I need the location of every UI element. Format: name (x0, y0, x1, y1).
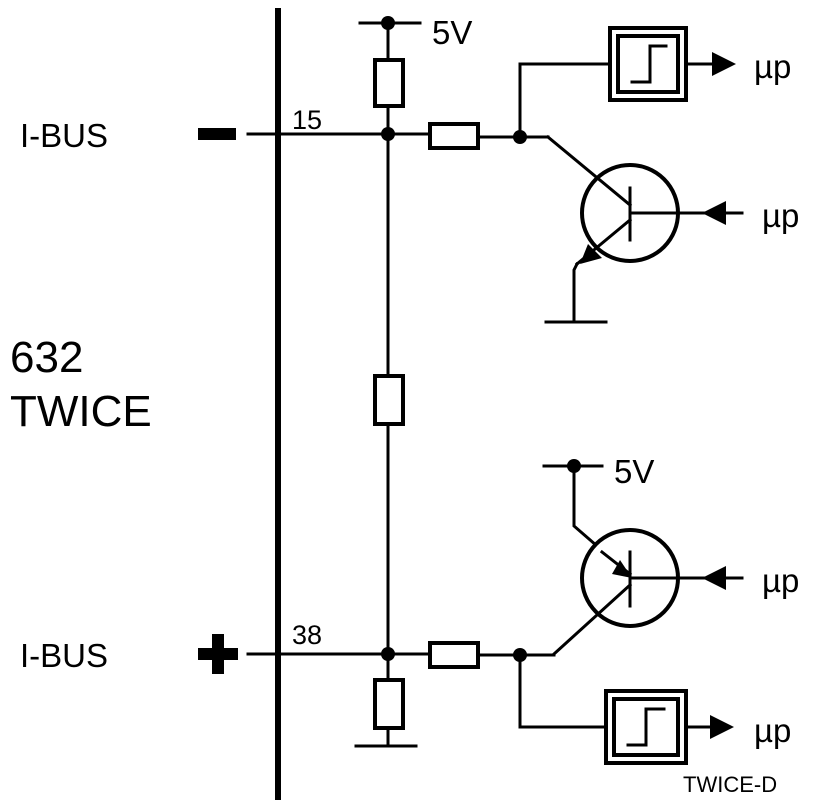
resistor-divider (373, 374, 405, 426)
resistor-series-top (428, 122, 480, 150)
pin-label-38: 38 (292, 620, 322, 650)
resistor-pulldown (373, 678, 405, 730)
hysteresis-icon-bottom (626, 707, 666, 747)
arrow-out-bottom (710, 715, 734, 739)
hysteresis-icon-top (630, 44, 668, 84)
supply-label-bottom: 5V (614, 453, 654, 490)
schmitt-inner-top (616, 34, 680, 94)
minus-sign (198, 128, 236, 140)
mcu-label-bottom-out: µp (754, 712, 791, 749)
arrow-out-top (712, 52, 736, 76)
bus-label-top: I-BUS (20, 117, 108, 154)
arrow-in-bottom (702, 566, 726, 590)
comparator-wire-bottom (518, 653, 608, 729)
transistor-bottom-collector (551, 582, 633, 657)
bus-label-bottom: I-BUS (20, 637, 108, 674)
transistor-top-ground-wire (572, 261, 580, 324)
mcu-label-top-in: µp (762, 197, 799, 234)
mcu-label-top-out: µp (754, 48, 791, 85)
mcu-label-bottom-in: µp (762, 562, 799, 599)
transistor-top-emitter-arrow (580, 244, 602, 264)
arrow-in-top (702, 201, 726, 225)
pin-label-15: 15 (292, 105, 322, 135)
transistor-top-collector (545, 134, 633, 208)
transistor-bottom-emitter-arrow (612, 560, 632, 578)
supply-label-top: 5V (432, 14, 472, 51)
module-label-name: TWICE (10, 387, 152, 436)
comparator-wire-top (518, 62, 612, 139)
plus-sign-v (212, 634, 224, 674)
resistor-pullup (373, 58, 405, 108)
module-label-number: 632 (10, 333, 83, 382)
resistor-series-bottom (428, 641, 480, 669)
figure-tag: TWICE-D (683, 772, 777, 797)
